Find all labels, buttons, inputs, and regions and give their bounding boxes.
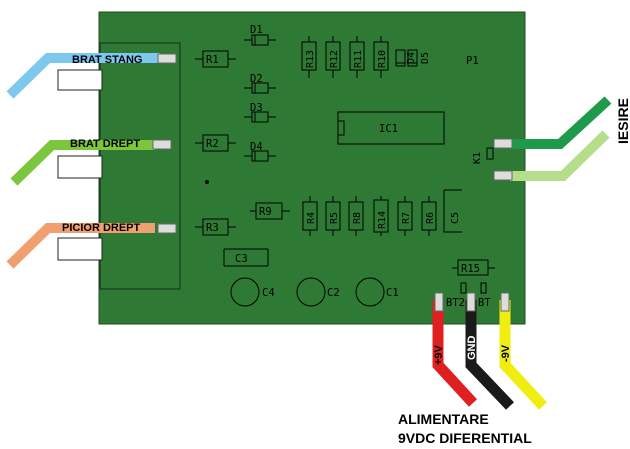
input-wire-brat-stang: BRAT STANG [6,53,177,99]
resistor-r1: R1 [195,50,236,68]
resistor-r15: R15 [452,259,495,276]
svg-text:R4: R4 [306,212,317,224]
svg-text:R2: R2 [206,138,219,150]
resistor-r6: R6 [421,196,437,236]
ic1-chip: IC1 [337,111,445,145]
resistor-r12: R12 [325,36,341,78]
power-title-line2: 9VDC DIFERENTIAL [398,430,532,446]
capacitor-c3: C3 [223,248,269,267]
svg-text:R10: R10 [377,50,388,68]
input-wire-picior-drept: PICIOR DREPT [6,222,177,269]
svg-text:+9V: +9V [433,344,445,365]
svg-text:R11: R11 [353,50,364,68]
svg-text:BT: BT [478,297,491,309]
svg-text:R14: R14 [377,211,388,229]
bt2-contacts: BT2 [446,282,467,309]
svg-text:R7: R7 [401,212,412,224]
capacitor-c5: C5 [443,189,462,233]
svg-text:R12: R12 [329,50,340,68]
diode-d5-vertical: D5 [407,49,431,67]
resistor-r5: R5 [325,196,341,236]
capacitor-c4: C4 [230,277,275,307]
output-label: IESIRE [615,98,630,144]
svg-text:-9V: -9V [500,344,512,362]
svg-text:R15: R15 [461,263,480,275]
svg-text:R13: R13 [305,50,316,68]
power-wire-plus9v: +9V [432,292,478,407]
resistor-r7: R7 [397,196,413,236]
svg-text:R5: R5 [329,212,340,224]
svg-text:C2: C2 [327,287,340,299]
resistor-r14: R14 [373,196,389,236]
power-wire-gnd: GND [465,292,514,410]
diode-d3: D3 [244,102,276,123]
svg-text:K1: K1 [472,152,483,164]
svg-text:C5: C5 [450,212,461,224]
svg-text:R6: R6 [425,212,436,224]
input-label-brat-drept: BRAT DREPT [70,138,140,150]
svg-text:R3: R3 [206,222,219,234]
input-label-picior-drept: PICIOR DREPT [62,222,141,234]
resistor-r3: R3 [195,218,236,236]
svg-text:R1: R1 [206,54,219,66]
svg-text:GND: GND [466,336,478,361]
input-wire-brat-drept: BRAT DREPT [10,138,172,186]
svg-text:D5: D5 [420,52,431,64]
diode-d1: D1 [244,24,276,46]
diode-d2: D2 [244,73,276,94]
resistor-r8: R8 [348,196,364,236]
relay-k1: K1 [472,147,494,164]
board-dot [205,180,209,184]
pcb-board [98,11,526,325]
capacitor-c2: C2 [296,277,340,307]
svg-text:C3: C3 [235,253,248,265]
svg-text:R9: R9 [259,206,272,218]
diode-d4-vertical: D4 [395,49,417,67]
diode-d4: D4 [244,141,276,162]
svg-text:D4: D4 [406,52,417,64]
input-label-brat-stang: BRAT STANG [72,54,142,66]
svg-text:BT2: BT2 [446,297,465,309]
bt-contacts: BT [478,282,491,309]
svg-text:D1: D1 [250,24,263,36]
svg-text:D3: D3 [250,102,263,114]
resistor-r9: R9 [250,202,290,220]
svg-text:D2: D2 [250,73,263,85]
svg-text:R8: R8 [352,212,363,224]
output-wire-dark [493,96,612,149]
resistor-r11: R11 [349,36,365,78]
resistor-r4: R4 [302,196,318,236]
svg-text:D4: D4 [250,141,263,153]
power-wire-minus9v: -9V [499,292,548,410]
resistor-r13: R13 [301,36,317,78]
svg-text:IC1: IC1 [379,123,398,135]
connector-label: P1 [466,55,479,67]
resistor-r10: R10 [373,36,389,78]
resistor-r2: R2 [195,134,236,152]
output-wire-light [493,130,610,181]
capacitor-c1: C1 [355,277,399,307]
svg-text:C4: C4 [262,287,275,299]
svg-text:C1: C1 [386,287,399,299]
power-title-line1: ALIMENTARE [398,411,489,427]
